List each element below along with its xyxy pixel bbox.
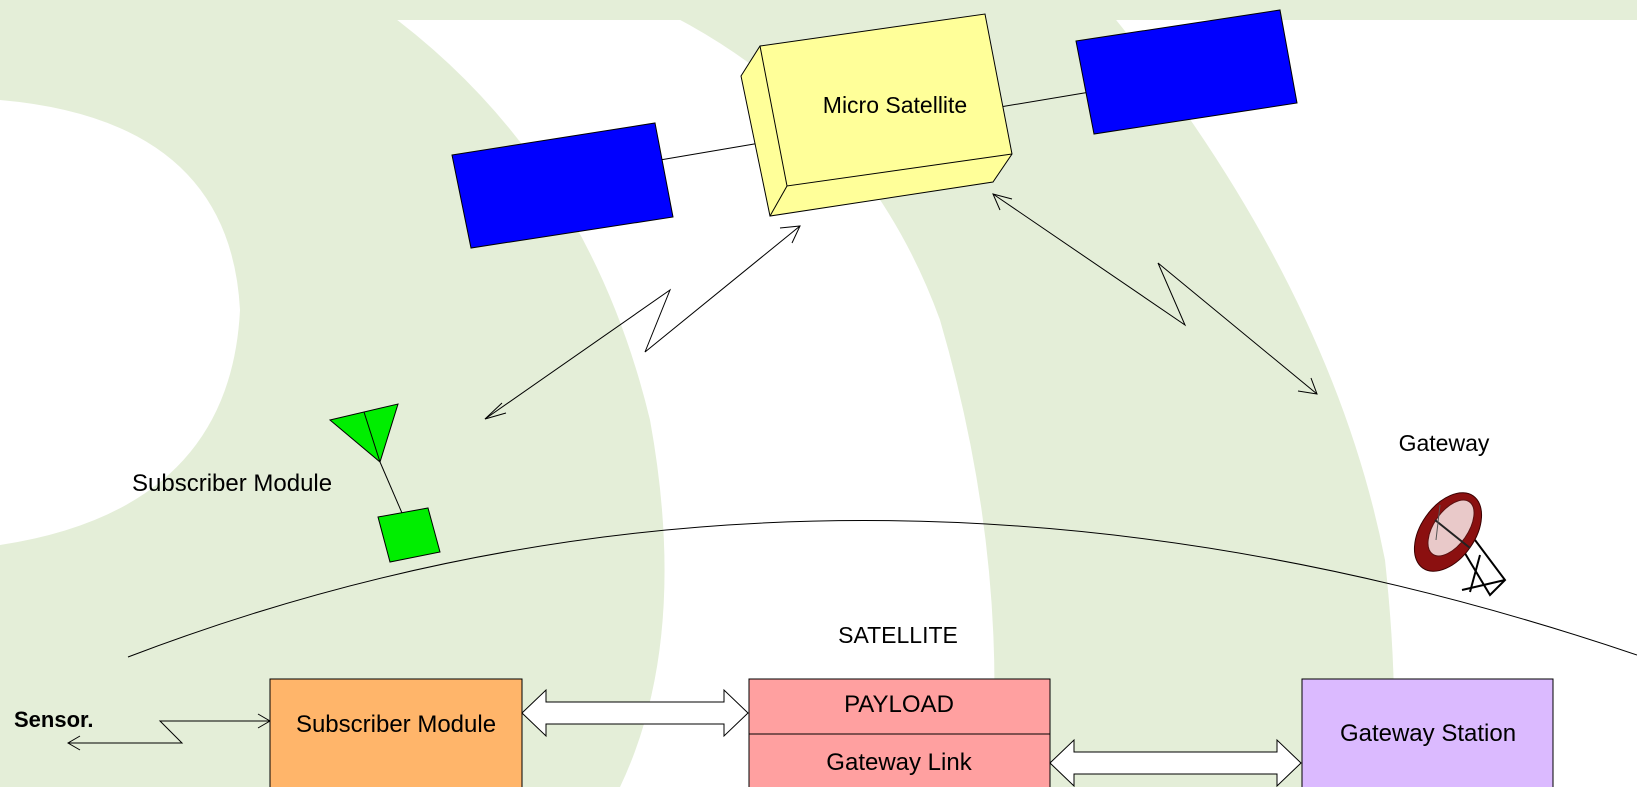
gateway-label: Gateway	[1399, 430, 1490, 456]
right-band	[640, 0, 1394, 787]
downlink-arrow	[992, 193, 1318, 395]
subscriber-payload-double-arrow	[521, 688, 749, 738]
subscriber-antenna-icon	[328, 403, 441, 563]
left-solar-panel	[451, 122, 674, 249]
payload-block	[748, 678, 1051, 787]
right-boom	[999, 91, 1091, 108]
subscriber-module-block	[269, 678, 523, 787]
uplink-arrow	[484, 225, 801, 420]
satellite-heading: SATELLITE	[838, 622, 958, 648]
gateway-station-block	[1301, 678, 1554, 787]
subscriber-module-block-label: Subscriber Module	[296, 711, 496, 738]
micro-satellite-label: Micro Satellite	[823, 92, 967, 118]
gateway-dish-icon	[1413, 492, 1507, 597]
subscriber-module-label: Subscriber Module	[132, 470, 332, 497]
gateway-station-label: Gateway Station	[1340, 720, 1516, 747]
left-white-bulge	[0, 100, 240, 545]
gatewaylink-station-double-arrow	[1049, 738, 1302, 787]
micro-satellite-graphic	[451, 9, 1298, 249]
sensor-label: Sensor.	[14, 707, 93, 732]
right-solar-panel	[1075, 9, 1298, 135]
earth-curve	[127, 520, 1637, 658]
left-boom	[659, 142, 761, 161]
payload-label: PAYLOAD	[844, 691, 954, 718]
gateway-link-label: Gateway Link	[826, 749, 972, 776]
